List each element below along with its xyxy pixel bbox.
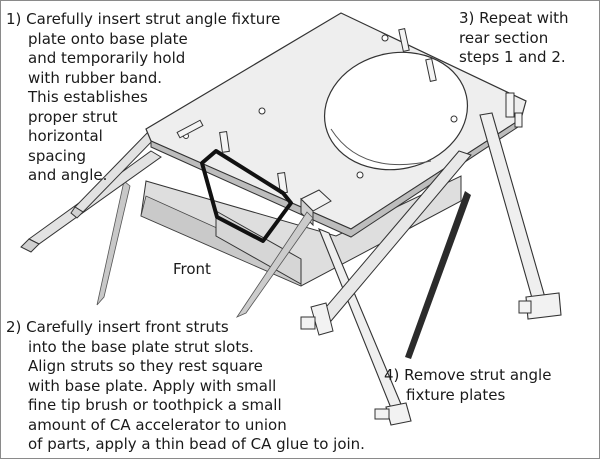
mount-hole	[450, 115, 458, 123]
step-1-line: plate onto base plate	[28, 29, 188, 48]
mount-hole	[381, 34, 389, 42]
step-1-line: and temporarily hold	[28, 49, 186, 67]
step-2-line: into the base plate strut slots.	[28, 337, 254, 356]
step-2-line: Align struts so they rest square	[28, 357, 263, 375]
step-1-line: spacing	[28, 146, 86, 165]
step-3-instruction: 3) Repeat with rear section steps 1 and …	[459, 9, 569, 68]
step-3-line: steps 1 and 2.	[459, 48, 566, 66]
step-1-line: This establishes	[28, 88, 148, 106]
step-4-line: 4) Remove strut angle	[384, 366, 552, 384]
callout-pointer-step1	[96, 180, 131, 306]
step-2-line: fine tip brush or toothpick a small	[28, 396, 282, 414]
strut-slot-tabs	[176, 28, 523, 194]
step-2-line: with base plate. Apply with small	[28, 376, 277, 395]
front-label: Front	[173, 260, 211, 278]
step-2-line: amount of CA accelerator to union	[28, 415, 287, 434]
rear-strut-right	[300, 150, 472, 336]
base-plate-cutout	[323, 51, 469, 171]
mount-hole	[356, 171, 364, 179]
step-1-line: 1) Carefully insert strut angle fixture	[6, 10, 281, 28]
front-strut-right	[479, 112, 562, 320]
step-3-line: rear section	[459, 28, 549, 47]
step-4-instruction: 4) Remove strut angle fixture plates	[384, 366, 551, 405]
step-2-line: of parts, apply a thin bead of CA glue t…	[28, 435, 365, 453]
step-1-instruction: 1) Carefully insert strut angle fixture …	[6, 10, 280, 186]
callout-pointer-step4	[405, 191, 471, 359]
callout-pointer-step2	[235, 211, 314, 318]
step-1-line: proper strut	[28, 107, 118, 126]
rubber-band	[200, 149, 293, 243]
step-1-line: with rubber band.	[28, 68, 162, 87]
step-2-line: 2) Carefully insert front struts	[6, 318, 229, 336]
step-1-line: horizontal	[28, 127, 103, 145]
front-strut-left	[318, 228, 412, 426]
step-2-instruction: 2) Carefully insert front struts into th…	[6, 318, 365, 455]
step-3-line: 3) Repeat with	[459, 9, 569, 27]
step-4-line: fixture plates	[406, 385, 506, 404]
mount-hole	[258, 107, 266, 115]
step-1-line: and angle.	[28, 166, 108, 184]
